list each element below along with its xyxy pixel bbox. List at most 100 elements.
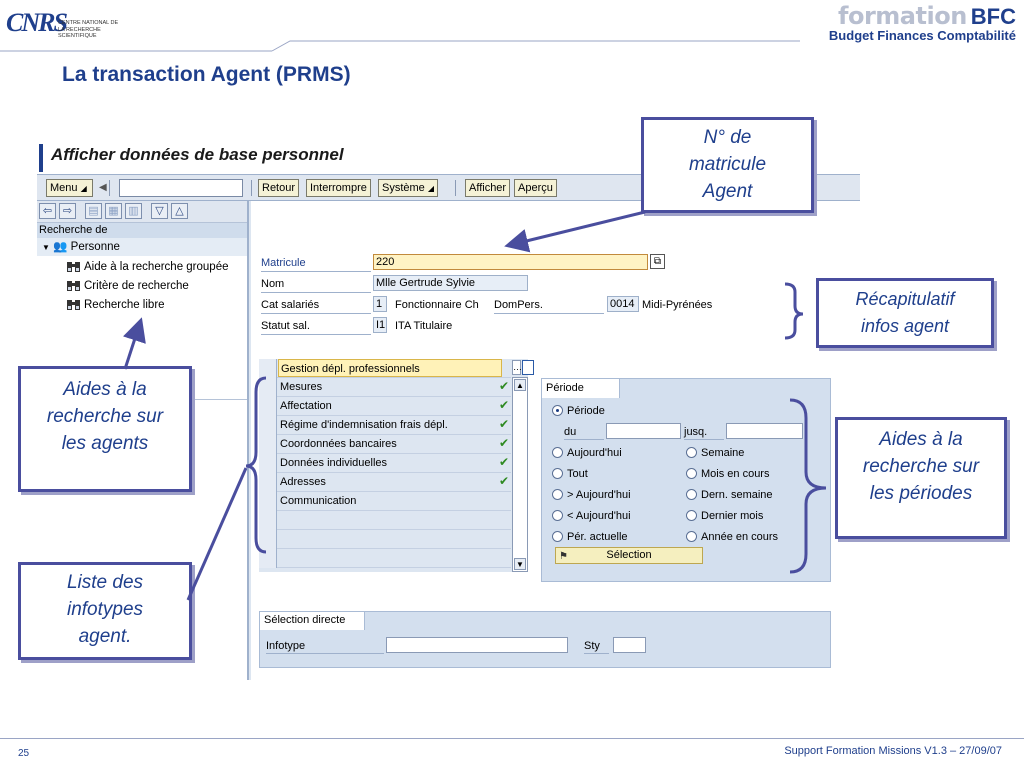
row-selector[interactable] [259, 492, 277, 511]
row-selector[interactable] [259, 530, 277, 549]
callout-line: Agent [702, 181, 753, 202]
row-selector[interactable] [259, 378, 277, 397]
field-underline [261, 313, 371, 314]
radio-last-week[interactable]: Dern. semaine [686, 488, 773, 502]
toolbar-separator [455, 180, 456, 196]
row-selector[interactable] [259, 435, 277, 454]
radio-icon [552, 510, 563, 521]
dompers-label: DomPers. [494, 299, 543, 311]
radio-before-today[interactable]: < Aujourd'hui [552, 509, 631, 523]
infotype-label: Données individuelles [280, 457, 388, 469]
back-arrow-icon[interactable]: ⇦ [39, 203, 56, 219]
collapse-icon[interactable]: △ [171, 203, 188, 219]
infotype-row[interactable]: Mesures ✔ [259, 378, 511, 397]
infotype-row[interactable]: Régime d'indemnisation frais dépl. ✔ [259, 416, 511, 435]
scroll-up-icon[interactable]: ▲ [514, 379, 526, 391]
callout-line: Récapitulatif [855, 289, 955, 309]
preview-button[interactable]: Aperçu [514, 179, 557, 197]
toolbar-separator [109, 180, 110, 196]
infotype-label: Régime d'indemnisation frais dépl. [280, 419, 448, 431]
edit-icon[interactable]: ▤ [85, 203, 102, 219]
brand-subtitle: Budget Finances Comptabilité [828, 28, 1016, 43]
radio-icon [552, 447, 563, 458]
radio-today[interactable]: Aujourd'hui [552, 446, 622, 460]
radio-after-today[interactable]: > Aujourd'hui [552, 488, 631, 502]
sty-input[interactable] [613, 637, 646, 653]
checkmark-icon: ✔ [498, 474, 509, 488]
selection-button[interactable]: ⚑ Sélection [555, 547, 703, 564]
checkmark-icon: ✔ [498, 417, 509, 431]
radio-period[interactable]: Période [552, 404, 605, 418]
from-date-input[interactable] [606, 423, 681, 439]
radio-label: Tout [567, 468, 588, 480]
infotype-row-empty[interactable] [259, 549, 511, 568]
row-selector[interactable] [259, 397, 277, 416]
field-underline [564, 439, 604, 440]
infotype-row[interactable]: Adresses ✔ [259, 473, 511, 492]
grid-icon[interactable]: ▦ [105, 203, 122, 219]
infotype-label: Gestion dépl. professionnels [278, 359, 502, 377]
tree-item-search-criteria[interactable]: Critère de recherche [37, 277, 247, 295]
radio-label: Semaine [701, 447, 745, 459]
row-selector[interactable] [259, 473, 277, 492]
infotype-input[interactable] [386, 637, 568, 653]
search-pane-heading: Recherche de [37, 223, 247, 238]
statut-label: Statut sal. [261, 320, 310, 332]
infotype-row[interactable]: Gestion dépl. professionnels [259, 359, 511, 378]
radio-week[interactable]: Semaine [686, 446, 744, 460]
matricule-label: Matricule [261, 257, 306, 269]
row-selector[interactable] [259, 511, 277, 530]
back-button[interactable]: Retour [258, 179, 300, 197]
infotype-row-empty[interactable] [259, 530, 511, 549]
infotype-row[interactable]: Coordonnées bancaires ✔ [259, 435, 511, 454]
selection-button-label: Sélection [606, 549, 652, 561]
display-button[interactable]: Afficher [465, 179, 511, 197]
table-icon[interactable]: ▥ [125, 203, 142, 219]
field-underline [266, 653, 384, 654]
callout-line: les agents [61, 433, 149, 454]
forward-arrow-icon[interactable]: ⇨ [59, 203, 76, 219]
tree-item-label: Aide à la recherche groupée [84, 261, 229, 273]
infotype-row[interactable]: Communication [259, 492, 511, 511]
matchcode-icon[interactable]: ⧉ [650, 254, 665, 269]
infotype-table: … Gestion dépl. professionnels Mesures ✔… [259, 359, 534, 572]
row-selector[interactable] [259, 549, 277, 568]
interrupt-button[interactable]: Interrompre [306, 179, 371, 197]
checkmark-icon: ✔ [498, 455, 509, 469]
scroll-down-icon[interactable]: ▼ [514, 558, 526, 570]
infotype-row-empty[interactable] [259, 511, 511, 530]
sap-window-title: Afficher données de base personnel [51, 145, 344, 164]
tree-item-search-help[interactable]: Aide à la recherche groupée [37, 258, 247, 276]
radio-last-month[interactable]: Dernier mois [686, 509, 763, 523]
infotype-scrollbar[interactable]: ▲ ▼ [512, 377, 528, 572]
command-field[interactable] [119, 179, 243, 197]
radio-label: Période [567, 405, 605, 417]
row-selector[interactable] [259, 359, 277, 378]
checkmark-icon: ✔ [498, 398, 509, 412]
table-config-icon[interactable] [522, 360, 534, 375]
menu-button[interactable]: Menu ◢ [46, 179, 93, 197]
row-selector[interactable] [259, 454, 277, 473]
matricule-input[interactable]: 220 [373, 254, 648, 270]
tree-item-free-search[interactable]: Recherche libre [37, 296, 247, 314]
to-date-input[interactable] [726, 423, 803, 439]
expand-icon[interactable]: ▽ [151, 203, 168, 219]
radio-current-year[interactable]: Année en cours [686, 530, 778, 544]
radio-all[interactable]: Tout [552, 467, 588, 481]
infotype-row[interactable]: Affectation ✔ [259, 397, 511, 416]
callout-line: recherche sur [46, 406, 164, 427]
radio-current-period[interactable]: Pér. actuelle [552, 530, 628, 544]
checkmark-icon: ✔ [498, 436, 509, 450]
infotype-row[interactable]: Données individuelles ✔ [259, 454, 511, 473]
radio-icon [686, 447, 697, 458]
toolbar-nav-arrow-icon[interactable]: ◀ [99, 182, 107, 193]
radio-current-month[interactable]: Mois en cours [686, 467, 769, 481]
tree-expand-icon[interactable]: ▼ [42, 243, 50, 252]
more-options-icon[interactable]: … [512, 360, 522, 375]
infotype-label: Communication [280, 495, 357, 507]
radio-label: > Aujourd'hui [567, 489, 631, 501]
tree-item-personne[interactable]: ▼ 👥 Personne [37, 238, 247, 256]
field-underline [684, 439, 724, 440]
row-selector[interactable] [259, 416, 277, 435]
system-menu-button[interactable]: Système ◢ [378, 179, 439, 197]
